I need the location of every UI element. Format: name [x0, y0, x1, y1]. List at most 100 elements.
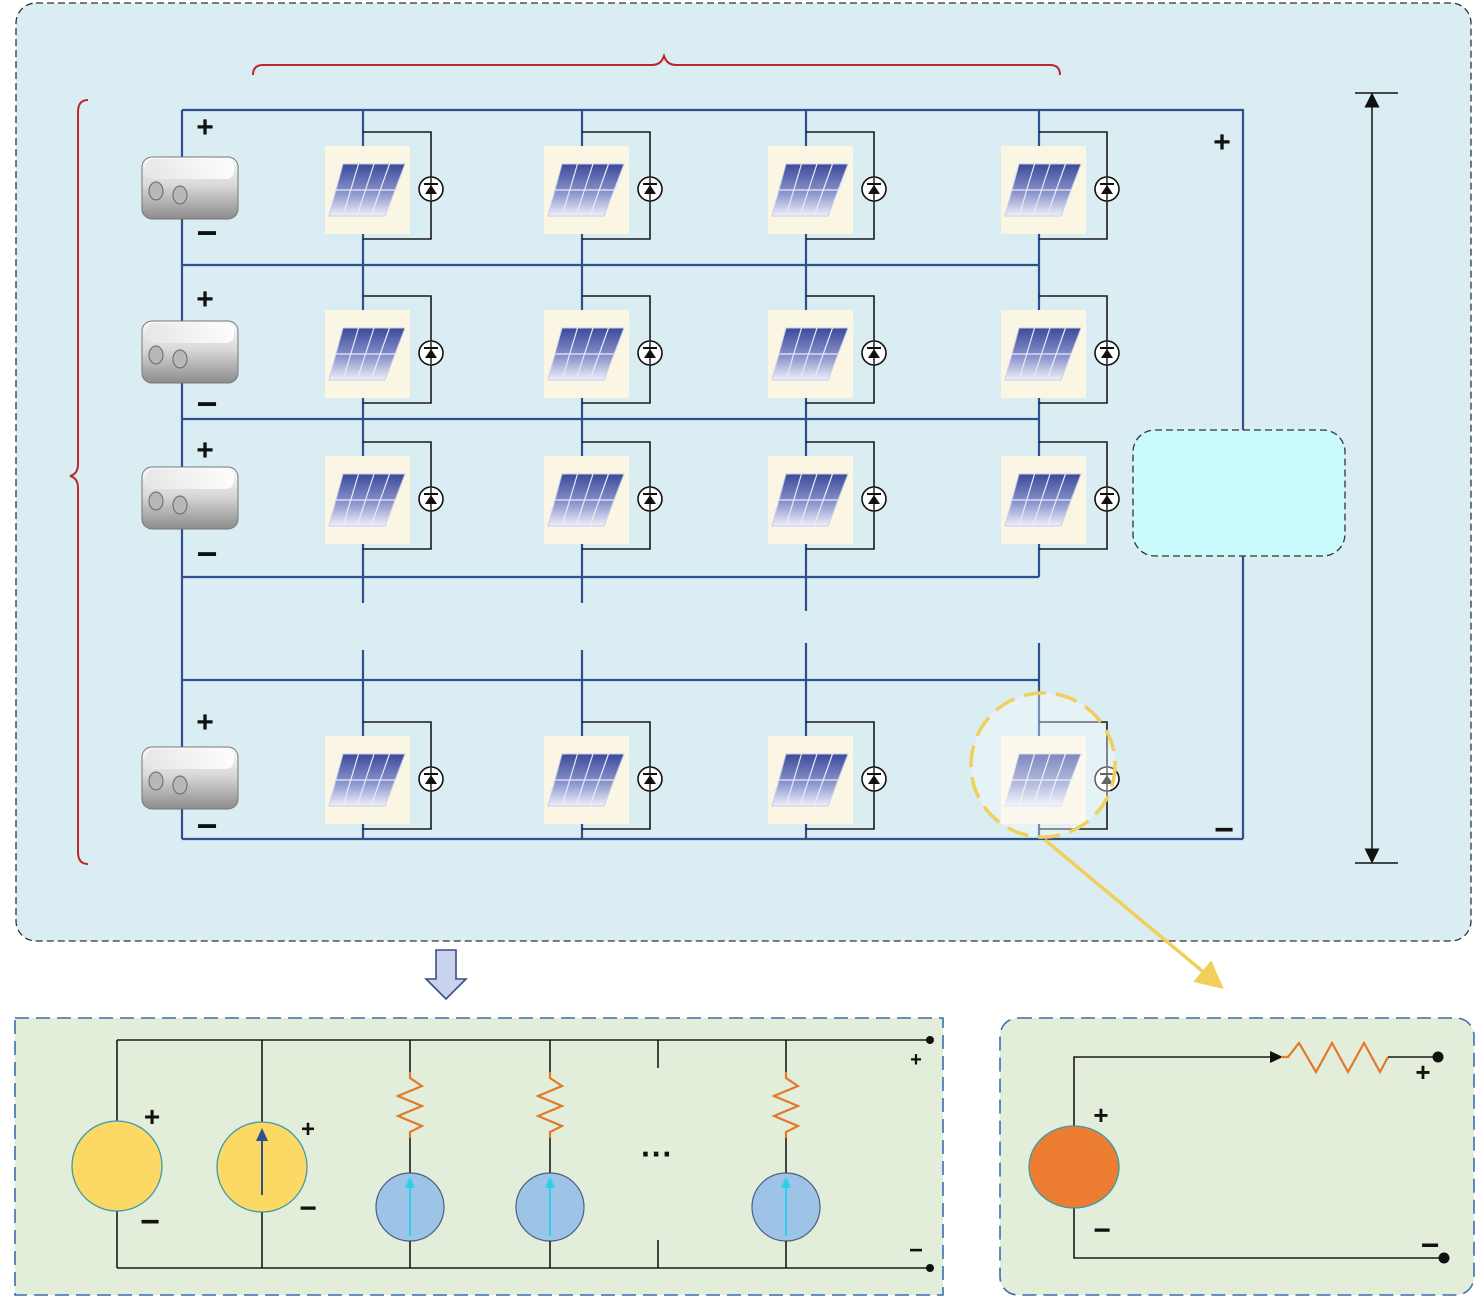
diode-icon — [861, 766, 887, 792]
battery-icon — [141, 156, 239, 220]
diode-icon — [637, 766, 663, 792]
array-row: +− — [141, 706, 1120, 846]
solar-module — [1001, 441, 1120, 550]
solar-module — [1001, 295, 1120, 404]
array-row: +− — [141, 283, 1120, 424]
solar-module — [1001, 131, 1120, 240]
battery-voltage-source — [71, 1120, 163, 1212]
battery-minus-label: − — [196, 533, 217, 574]
array-output-minus: − — [1214, 811, 1234, 849]
array-row: +− — [141, 111, 1120, 253]
array-row: +− — [141, 434, 1120, 574]
cell-model-background — [999, 1017, 1475, 1296]
solar-module — [544, 295, 663, 404]
terminal-minus: − — [909, 1237, 923, 1264]
solar-panel-icon — [325, 736, 410, 824]
solar-module — [325, 131, 444, 240]
solar-module — [1001, 721, 1120, 830]
cell-model-panel: + − + − — [999, 1017, 1475, 1296]
solar-panel-icon — [544, 310, 629, 398]
resistor-icon — [395, 1072, 425, 1138]
solar-panel-icon — [1001, 146, 1086, 234]
equivalent-panel-background — [14, 1017, 944, 1296]
diode-icon — [861, 486, 887, 512]
module-highlight-circle — [969, 691, 1117, 839]
solar-panel-icon — [1001, 736, 1086, 824]
solar-panel-icon — [768, 146, 853, 234]
solar-module — [325, 441, 444, 550]
equivalent-circuit-panel: + − + − ··· + − — [14, 1017, 944, 1296]
battery-plus-label: + — [196, 434, 214, 467]
battery-plus-label: + — [196, 111, 214, 144]
battery-source-plus: + — [144, 1101, 160, 1132]
solar-panel-icon — [325, 146, 410, 234]
controller-box — [1132, 429, 1346, 557]
down-block-arrow — [424, 949, 468, 1001]
solar-panel-icon — [768, 456, 853, 544]
solar-panel-icon — [768, 736, 853, 824]
battery-icon — [141, 320, 239, 384]
height-dimension-arrow — [1355, 92, 1398, 864]
resistor-icon — [535, 1072, 565, 1138]
pv-branch — [515, 1040, 585, 1268]
cell-voltage-source — [1028, 1125, 1120, 1209]
battery-icon — [141, 466, 239, 530]
pv-branch — [375, 1040, 445, 1268]
cell-source-minus: − — [1093, 1214, 1111, 1247]
diode-icon — [637, 340, 663, 366]
cell-source-plus: + — [1093, 1100, 1108, 1130]
diode-icon — [1094, 486, 1120, 512]
cell-terminal-minus: − — [1421, 1227, 1440, 1263]
diode-icon — [418, 486, 444, 512]
solar-panel-icon — [544, 736, 629, 824]
controlled-source-minus: − — [299, 1192, 317, 1225]
solar-module — [768, 721, 887, 830]
array-rows: +−+−+−+− — [141, 111, 1120, 846]
battery-source-minus: − — [140, 1203, 160, 1241]
solar-module — [768, 295, 887, 404]
terminal-plus: + — [910, 1049, 922, 1071]
controlled-source-plus: + — [301, 1116, 315, 1143]
solar-module — [768, 131, 887, 240]
diode-icon — [861, 340, 887, 366]
solar-module — [325, 295, 444, 404]
array-output-plus: + — [1213, 126, 1231, 159]
battery-minus-label: − — [196, 383, 217, 424]
diode-icon — [861, 176, 887, 202]
ellipsis: ··· — [641, 1136, 673, 1172]
diode-icon — [418, 176, 444, 202]
solar-panel-icon — [1001, 310, 1086, 398]
pv-branch — [751, 1040, 821, 1268]
cell-terminal-plus: + — [1415, 1057, 1430, 1087]
diode-icon — [1094, 340, 1120, 366]
battery-minus-label: − — [196, 212, 217, 253]
diode-icon — [637, 176, 663, 202]
battery-plus-label: + — [196, 283, 214, 316]
diode-icon — [418, 766, 444, 792]
solar-module — [544, 441, 663, 550]
solar-panel-icon — [768, 310, 853, 398]
series-resistor — [1281, 1040, 1389, 1075]
pv-branches — [375, 1040, 821, 1268]
solar-panel-icon — [544, 146, 629, 234]
top-brace — [252, 52, 1061, 76]
solar-panel-icon — [325, 310, 410, 398]
solar-module — [325, 721, 444, 830]
diode-icon — [418, 340, 444, 366]
battery-icon — [141, 746, 239, 810]
battery-plus-label: + — [196, 706, 214, 739]
solar-panel-icon — [1001, 456, 1086, 544]
solar-module — [768, 441, 887, 550]
solar-module — [544, 131, 663, 240]
pv-battery-array-panel: + − +−+−+−+− — [15, 2, 1472, 942]
resistor-icon — [771, 1072, 801, 1138]
solar-module — [544, 721, 663, 830]
battery-minus-label: − — [196, 805, 217, 846]
solar-panel-icon — [544, 456, 629, 544]
diode-icon — [1094, 176, 1120, 202]
zoom-arrow — [1043, 838, 1224, 989]
left-brace — [69, 99, 89, 865]
diode-icon — [637, 486, 663, 512]
solar-panel-icon — [325, 456, 410, 544]
